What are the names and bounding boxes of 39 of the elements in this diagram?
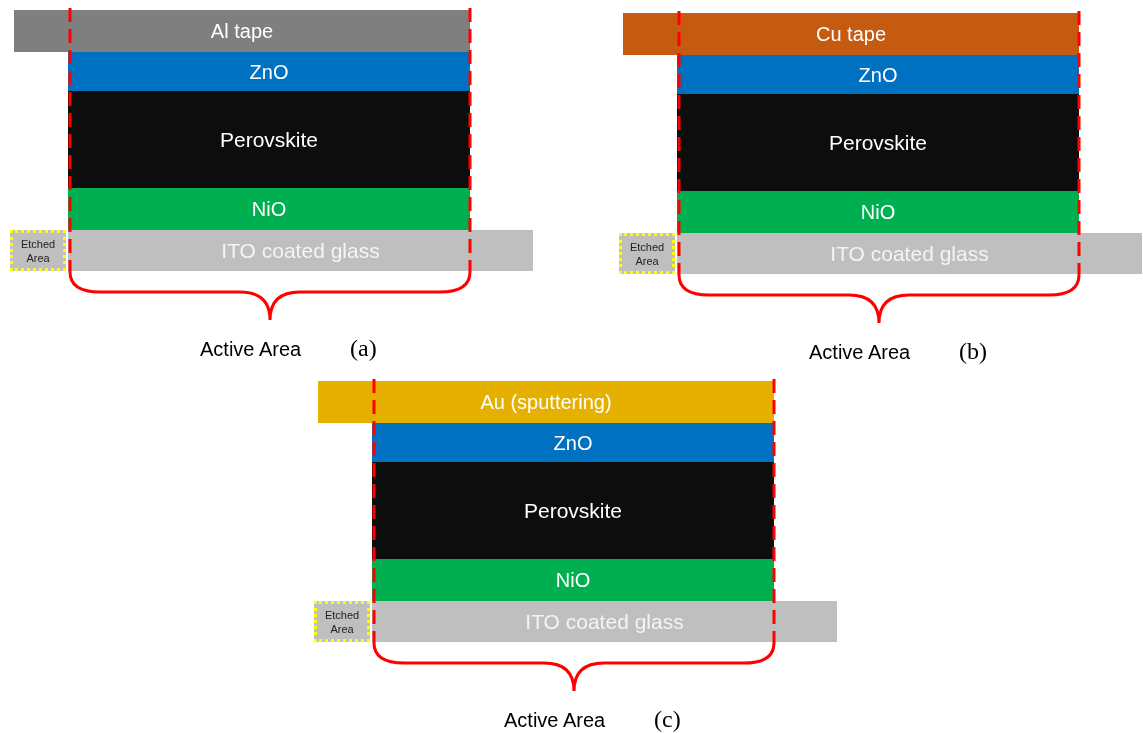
layer-label: ZnO — [553, 430, 593, 456]
electrode-layer — [623, 13, 1079, 55]
layer-label: Perovskite — [219, 126, 318, 153]
ito-glass-layer — [68, 230, 533, 271]
nio-layer — [372, 559, 774, 601]
etched-area — [10, 230, 66, 271]
zno-layer — [372, 423, 774, 462]
active-area-label: Active Area — [809, 340, 911, 365]
layer-label: NiO — [251, 197, 287, 222]
layer-label: Etched Area — [628, 239, 666, 268]
layer-label: Etched Area — [323, 607, 361, 636]
etched-area — [619, 233, 675, 274]
layer-label: Perovskite — [828, 129, 927, 156]
layer-label: Cu tape — [815, 22, 887, 47]
panel-label: (c) — [654, 705, 681, 733]
etched-area — [314, 601, 370, 642]
ito-glass-layer — [677, 233, 1142, 274]
layer-label: Au (sputtering) — [480, 390, 612, 415]
zno-layer — [677, 55, 1079, 94]
nio-layer — [677, 191, 1079, 233]
panel-label: (b) — [959, 337, 987, 366]
active-area-label: Active Area — [200, 337, 302, 362]
layer-label: Perovskite — [523, 497, 622, 524]
perovskite-layer — [68, 91, 470, 188]
nio-layer — [68, 188, 470, 230]
panel-label: (a) — [350, 334, 377, 363]
layer-label: Etched Area — [19, 236, 57, 265]
perovskite-layer — [372, 462, 774, 559]
layer-label: ZnO — [858, 62, 898, 88]
layer-label: NiO — [860, 200, 896, 225]
ito-glass-layer — [372, 601, 837, 642]
layer-label: ZnO — [249, 59, 289, 85]
perovskite-layer — [677, 94, 1079, 191]
layer-label: NiO — [555, 568, 591, 593]
electrode-layer — [14, 10, 470, 52]
electrode-layer — [318, 381, 774, 423]
active-area-label: Active Area — [504, 708, 606, 733]
zno-layer — [68, 52, 470, 91]
layer-label: Al tape — [210, 19, 274, 44]
